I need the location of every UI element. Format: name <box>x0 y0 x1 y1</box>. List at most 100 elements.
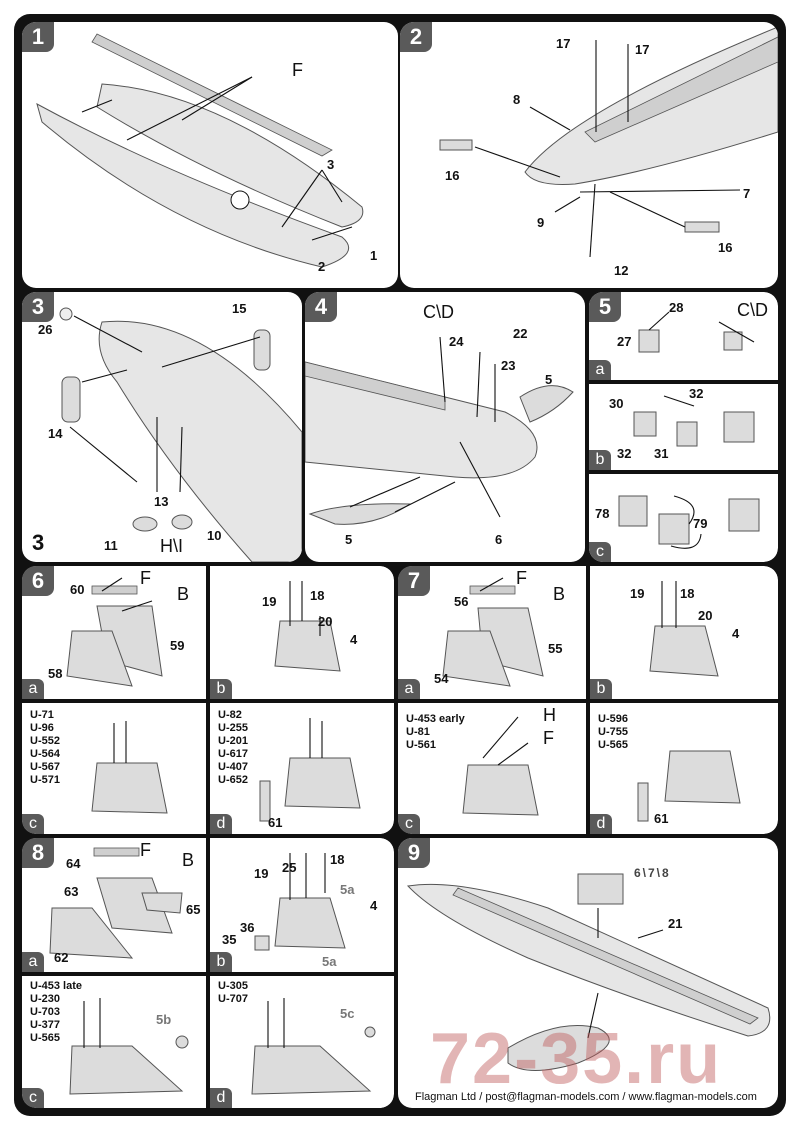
label-32-top: 32 <box>689 386 704 401</box>
label-32-bottom: 32 <box>617 446 632 461</box>
step-7b: 19 18 20 4 b <box>590 566 778 699</box>
step-7-panel: 7 F 56 B 55 54 a 19 18 20 4 b U-453 earl… <box>398 566 778 834</box>
variant-list: U-82 U-255 U-201 U-617 U-407 U-652 <box>218 709 248 787</box>
step-number: 2 <box>400 22 432 52</box>
variant-item: U-617 <box>218 748 248 760</box>
sub-step-badge: c <box>589 542 611 562</box>
watermark: 72-35.ru <box>430 1019 723 1099</box>
tower-variant-illustration <box>69 998 189 1095</box>
sub-step-badge: c <box>22 1088 44 1108</box>
sub-step-badge: a <box>589 360 611 380</box>
tower-masts-illustration <box>254 853 346 951</box>
footer-contact: Flagman Ltd / post@flagman-models.com / … <box>415 1091 757 1103</box>
sub-step-badge: d <box>590 814 612 834</box>
label-b: B <box>177 584 190 604</box>
label-cd: C\D <box>737 300 768 320</box>
step-6b: 19 18 20 4 b <box>210 566 394 699</box>
label-20: 20 <box>698 608 713 623</box>
label-5a-top: 5a <box>340 882 355 897</box>
variant-item: U-565 <box>598 739 628 751</box>
label-55: 55 <box>548 641 563 656</box>
label-2: 2 <box>318 259 326 274</box>
label-54: 54 <box>434 671 449 686</box>
variant-item: U-255 <box>218 722 248 734</box>
tower-masts-illustration <box>274 581 341 672</box>
tower-assembly-illustration <box>49 847 183 959</box>
label-18: 18 <box>330 852 345 867</box>
sub-step-badge: a <box>22 679 44 699</box>
label-4: 4 <box>732 626 740 641</box>
label-62: 62 <box>54 950 69 965</box>
label-21: 21 <box>668 916 683 931</box>
tower-masts-illustration <box>649 581 719 677</box>
stern-parts-illustration <box>59 307 302 562</box>
label-18: 18 <box>310 588 325 603</box>
variant-list: U-453 early U-81 U-561 <box>406 713 465 752</box>
step-6-panel: 6 F 60 B 59 58 a 19 18 20 4 b U-71 U-96 <box>22 566 394 834</box>
label-56: 56 <box>454 594 469 609</box>
variant-list: U-453 late U-230 U-703 U-377 U-565 <box>30 980 82 1045</box>
bow-parts-illustration <box>439 26 778 258</box>
label-25: 25 <box>282 860 297 875</box>
step-8b: 19 25 18 5a 4 36 35 5a b <box>210 838 394 972</box>
label-3-big: 3 <box>32 530 45 555</box>
bow-deck-illustration <box>305 336 574 525</box>
final-assembly-illustration <box>406 873 771 1071</box>
label-5c: 5c <box>340 1006 355 1021</box>
label-5-top: 5 <box>545 372 553 387</box>
label-59: 59 <box>170 638 185 653</box>
step-5-panel: 5 28 C\D 27 a 32 30 32 31 b <box>589 292 778 562</box>
tower-variant-illustration <box>637 750 741 822</box>
sub-step-badge: b <box>210 679 232 699</box>
label-1: 1 <box>370 248 378 263</box>
variant-item: U-564 <box>30 748 60 760</box>
label-60: 60 <box>70 582 85 597</box>
label-10: 10 <box>207 528 222 543</box>
variant-item: U-571 <box>30 774 60 786</box>
label-f: F <box>516 568 527 588</box>
label-3: 3 <box>327 157 335 172</box>
step-number: 6 <box>22 566 54 596</box>
step-8c: U-453 late U-230 U-703 U-377 U-565 5b c <box>22 976 206 1108</box>
label-30: 30 <box>609 396 624 411</box>
step-7c: U-453 early U-81 U-561 H F c <box>398 703 586 834</box>
label-26: 26 <box>38 322 53 337</box>
step-6d: U-82 U-255 U-201 U-617 U-407 U-652 61 d <box>210 703 394 834</box>
label-36: 36 <box>240 920 255 935</box>
label-65: 65 <box>186 902 201 917</box>
label-61: 61 <box>268 815 283 830</box>
variant-item: U-81 <box>406 726 430 738</box>
step-number: 1 <box>22 22 54 52</box>
variant-item: U-565 <box>30 1032 60 1044</box>
label-31: 31 <box>654 446 669 461</box>
sub-step-badge: c <box>22 814 44 834</box>
label-64: 64 <box>66 856 81 871</box>
label-19: 19 <box>262 594 277 609</box>
label-f: F <box>140 568 151 588</box>
label-15: 15 <box>232 301 247 316</box>
variant-item: U-71 <box>30 709 54 721</box>
label-22: 22 <box>513 326 528 341</box>
step-9-panel: 9 6\7\8 21 <box>398 838 778 1108</box>
sub-step-badge: d <box>210 1088 232 1108</box>
tower-variant-illustration <box>259 718 361 822</box>
label-17-right: 17 <box>635 42 650 57</box>
sub-step-badge: d <box>210 814 232 834</box>
label-f: F <box>543 728 554 748</box>
step-number: 5 <box>589 292 621 322</box>
label-cd: C\D <box>423 302 454 322</box>
step-number: 8 <box>22 838 54 868</box>
label-14: 14 <box>48 426 63 441</box>
step-2-panel: 2 17 17 8 16 7 9 12 16 <box>400 22 778 288</box>
step-number: 7 <box>398 566 430 596</box>
label-b: B <box>553 584 566 604</box>
label-f: F <box>140 840 151 860</box>
tower-variant-illustration <box>91 721 168 814</box>
label-5-bottom: 5 <box>345 532 353 547</box>
label-35: 35 <box>222 932 237 947</box>
step-5c: 78 79 c <box>589 474 778 562</box>
variant-item: U-305 <box>218 980 248 992</box>
label-reference-steps: 6\7\8 <box>634 866 671 880</box>
variant-list: U-305 U-707 <box>218 980 248 1006</box>
label-16-left: 16 <box>445 168 460 183</box>
